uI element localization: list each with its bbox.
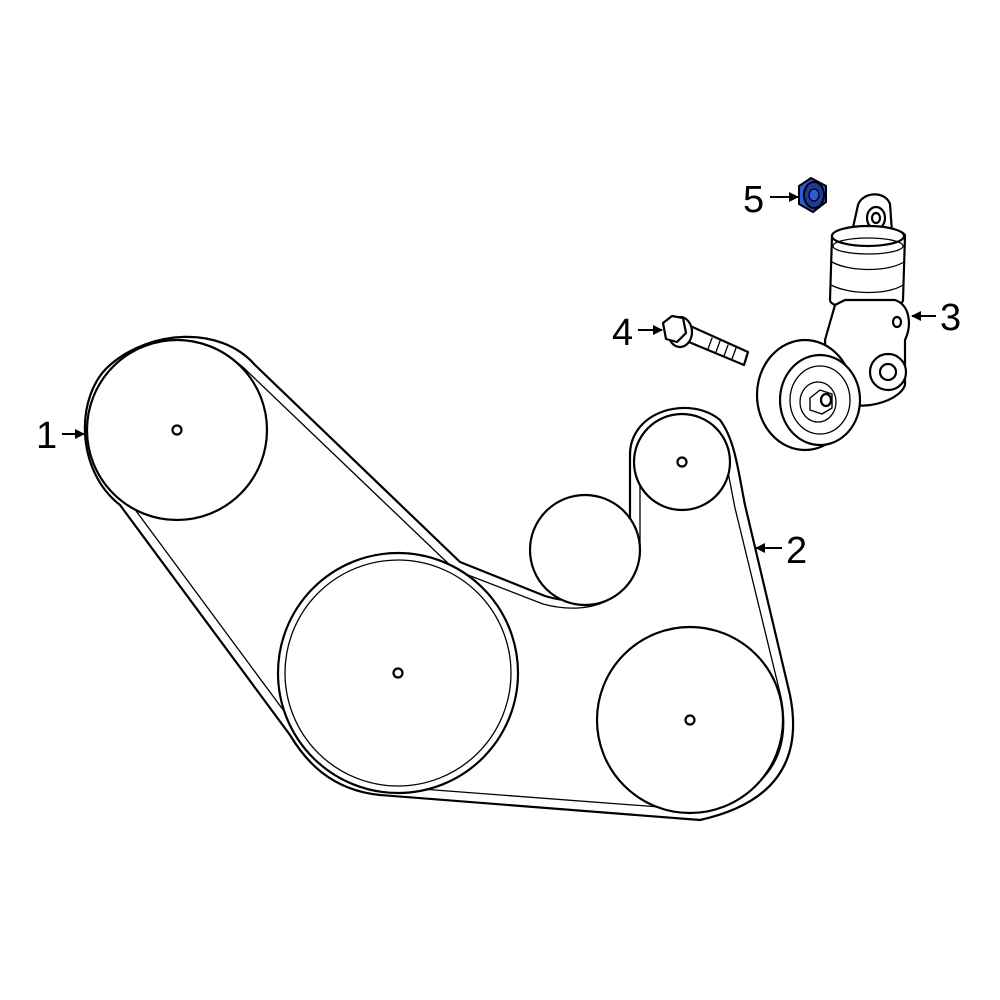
pulley-idler-small	[528, 493, 642, 607]
pulley-top-left	[85, 338, 269, 522]
callout-5-label: 5	[743, 179, 764, 221]
belt-tensioner	[755, 193, 910, 452]
pulley-bottom-right	[595, 625, 785, 815]
callout-arrows	[62, 192, 936, 553]
callout-1-label: 1	[36, 415, 57, 457]
tensioner-bolt	[661, 314, 750, 367]
pulley-top-right	[632, 412, 732, 512]
callout-4-label: 4	[612, 312, 633, 354]
tensioner-cap	[798, 176, 827, 214]
callout-3-label: 3	[940, 297, 961, 339]
pulley-crankshaft	[276, 551, 520, 795]
callout-2-label: 2	[786, 530, 807, 572]
